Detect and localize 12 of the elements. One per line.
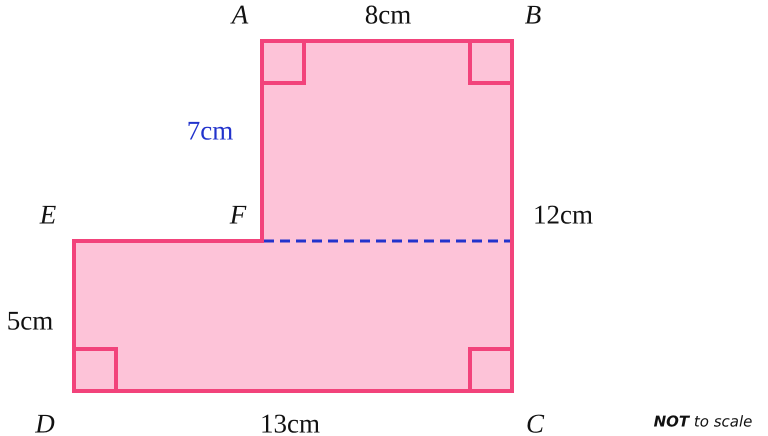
vertex-label: F <box>230 202 246 228</box>
dimension-label: 5cm <box>6 308 54 334</box>
vertex-label: E <box>40 202 56 228</box>
scale-note: NOT to scale <box>654 414 752 430</box>
dimension-label: 8cm <box>364 2 412 28</box>
vertex-label: A <box>232 2 248 28</box>
vertex-label: D <box>35 410 55 436</box>
dimension-label: 12cm <box>533 202 593 228</box>
dimension-label: 7cm <box>186 118 234 144</box>
vertex-label: B <box>524 2 542 28</box>
vertex-label: C <box>526 410 544 436</box>
dimension-label: 13cm <box>260 410 320 436</box>
